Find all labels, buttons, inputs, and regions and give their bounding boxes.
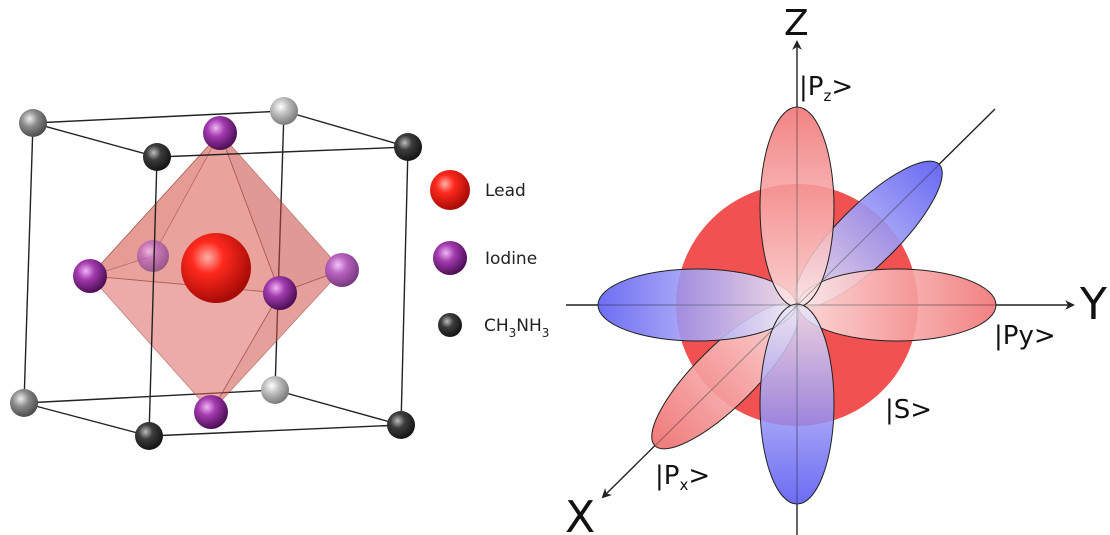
legend-lead-swatch [430, 170, 470, 210]
iodine-atom-front [263, 276, 297, 310]
ch3nh3-atom-corner [387, 411, 415, 439]
orbital-label-pz: |Pz> [799, 72, 853, 105]
ch3nh3-atom-corner [143, 143, 171, 171]
iodine-atom-left [73, 259, 107, 293]
ch3nh3-atom-back-bottom [261, 376, 289, 404]
orbital-diagram: Z Y X |Pz> |Py> |Px> |S> [565, 3, 1107, 535]
orbital-label-py: |Py> [994, 321, 1056, 351]
legend-iodine-swatch [433, 241, 467, 275]
legend-iodine-label: Iodine [485, 249, 537, 269]
ch3nh3-atom-corner [135, 422, 163, 450]
iodine-atom-back [137, 240, 169, 272]
ch3nh3-atom-back-top [270, 97, 298, 125]
axis-label-z: Z [784, 3, 809, 44]
ch3nh3-atom-corner [19, 109, 47, 137]
iodine-atom-right [325, 253, 359, 287]
orbital-label-s: |S> [885, 395, 932, 425]
ch3nh3-atom-corner [394, 133, 422, 161]
legend-ch3nh3-swatch [438, 313, 462, 337]
axis-label-y: Y [1079, 279, 1107, 330]
ch3nh3-atom-corner [10, 389, 38, 417]
perovskite-unit-cell [10, 97, 422, 450]
lead-atom [181, 233, 251, 303]
cube-front-edges [23, 122, 409, 437]
axis-label-x: X [565, 492, 595, 535]
orbital-label-px: |Px> [655, 461, 710, 494]
octahedron [88, 132, 343, 413]
legend-ch3nh3-label: CH3NH3 [484, 316, 549, 340]
iodine-atom-bottom [194, 395, 228, 429]
legend: Lead Iodine CH3NH3 [430, 170, 549, 340]
iodine-atom-top [203, 116, 237, 150]
legend-lead-label: Lead [485, 181, 526, 201]
